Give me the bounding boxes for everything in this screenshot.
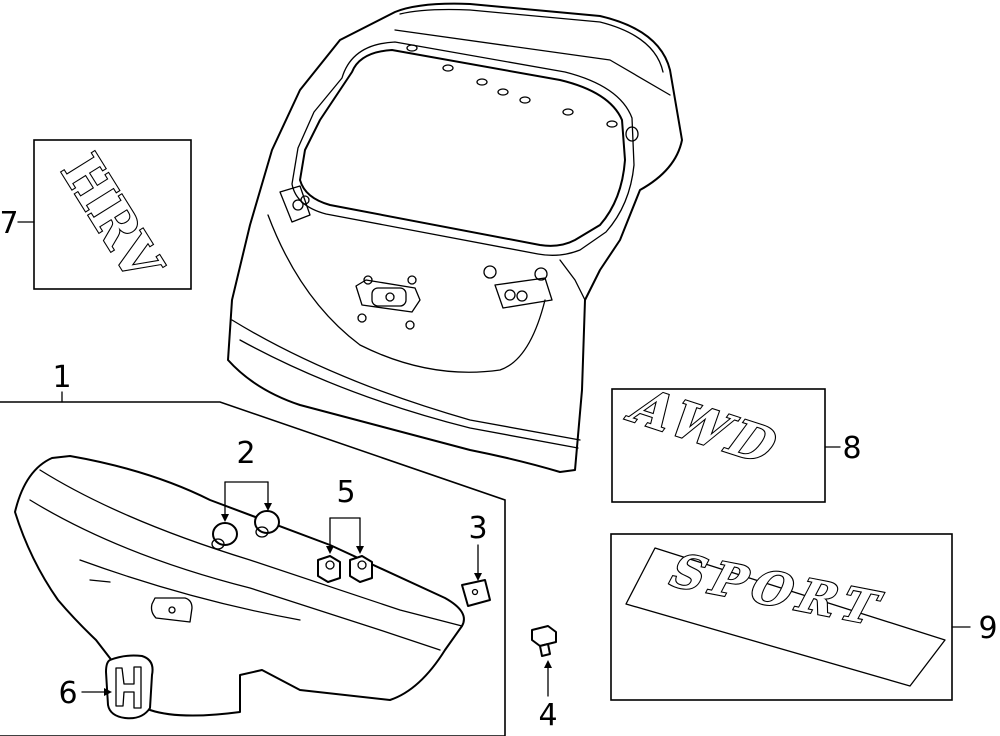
callout-9: 9: [978, 611, 997, 646]
garnish-box: [0, 391, 506, 736]
callout-1: 1: [52, 360, 71, 395]
callout-8: 8: [842, 431, 861, 466]
emblem-box-awd: AWD: [611, 375, 841, 503]
callout-2: 2: [236, 436, 255, 471]
emblem-box-hrv: HRV: [17, 139, 192, 294]
emblem-awd-text: AWD: [619, 376, 789, 476]
callout-3: 3: [468, 511, 487, 546]
callout-5: 5: [336, 475, 355, 510]
clip-part-2: [211, 481, 280, 550]
bolt-part-4: [531, 625, 557, 697]
emblem-hrv-text: HRV: [49, 143, 176, 293]
liftgate-panel: [227, 2, 683, 473]
nut-part-5: [317, 517, 373, 583]
emblem-box-sport: SPORT: [610, 533, 971, 701]
clip-part-3: [461, 544, 491, 607]
emblem-sport-text: SPORT: [665, 544, 891, 637]
honda-h-emblem: [105, 654, 154, 720]
callout-7: 7: [0, 206, 19, 241]
callout-4: 4: [538, 698, 557, 733]
callout-6: 6: [58, 676, 77, 711]
